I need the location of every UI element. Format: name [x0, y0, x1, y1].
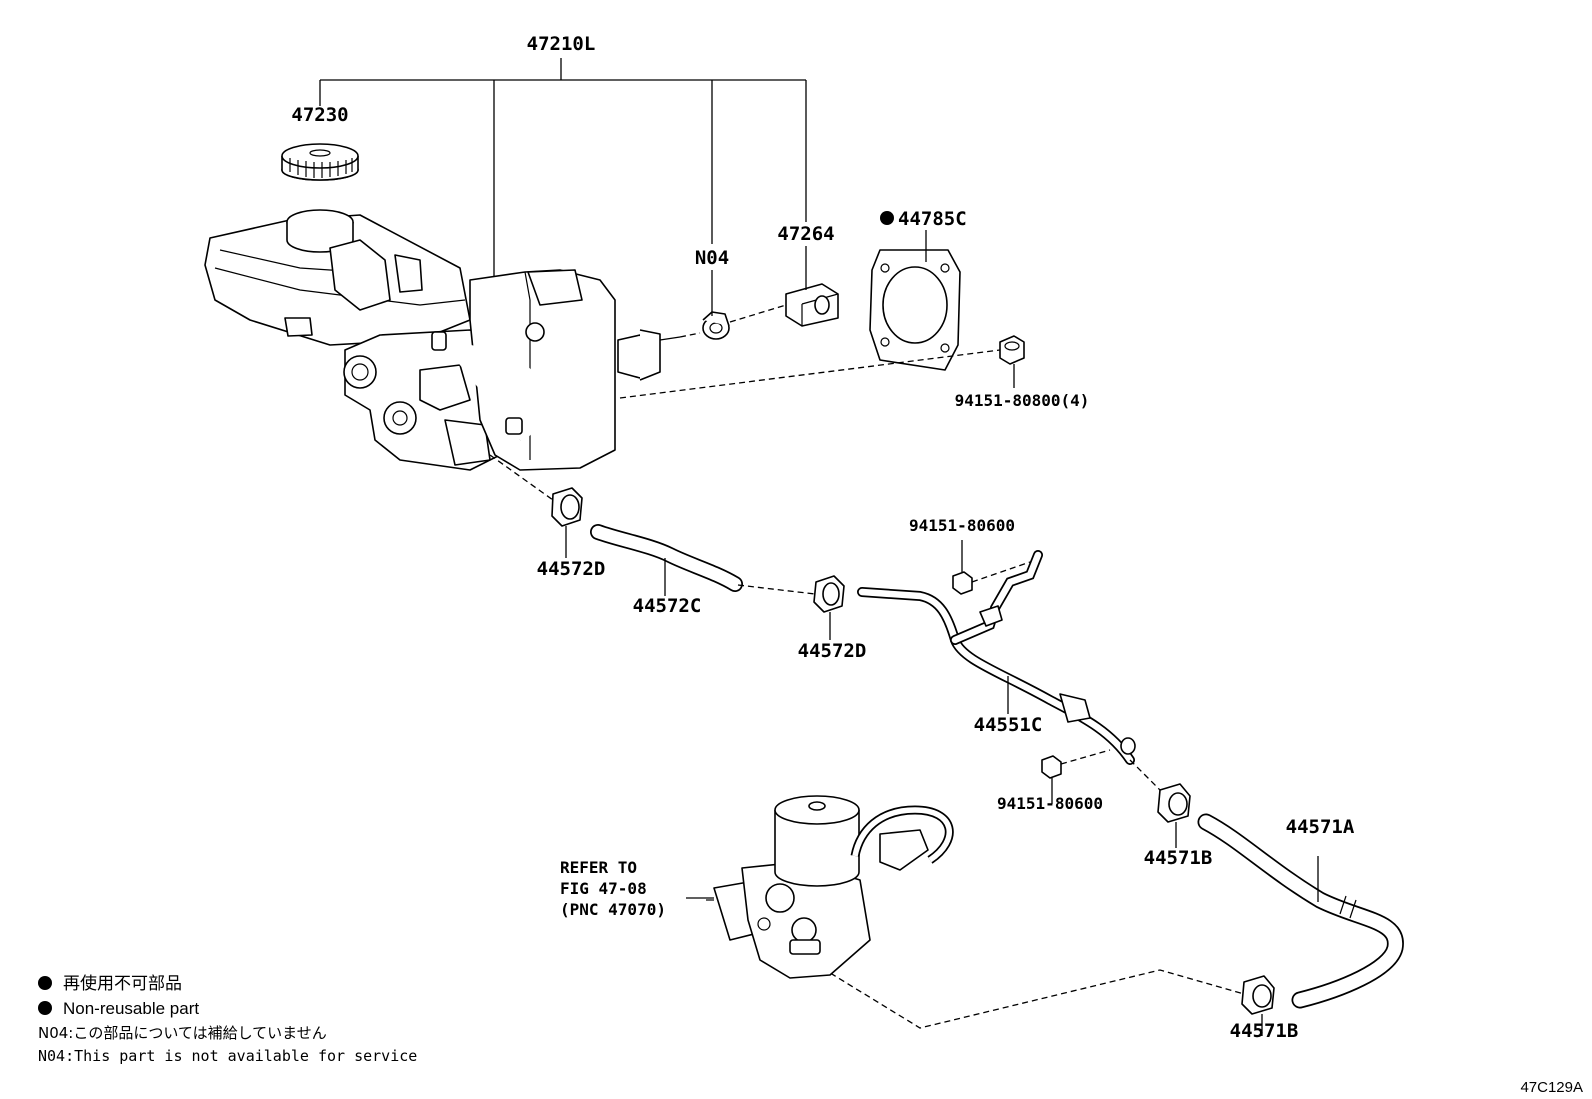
label-47230: 47230: [291, 104, 348, 126]
label-44572C: 44572C: [633, 595, 702, 617]
label-44571B-lower: 44571B: [1230, 1020, 1299, 1042]
clip-44571B-right: [1157, 783, 1191, 823]
label-47210L: 47210L: [527, 33, 596, 55]
reference-line-3: (PNC 47070): [560, 900, 666, 919]
label-94151-80600-upper: 94151-80600: [909, 516, 1015, 535]
clip-44571B-lower: [1241, 975, 1275, 1015]
clip-44572D-upper: [551, 487, 583, 527]
diagram-code: 47C129A: [1520, 1079, 1583, 1096]
label-N04: N04: [695, 247, 729, 269]
nut-94151-80800: [999, 335, 1025, 365]
gasket-44785C: [869, 249, 961, 371]
label-44572D-lower: 44572D: [798, 640, 867, 662]
reference-line-2: FIG 47-08: [560, 879, 647, 898]
label-94151-80600-lower: 94151-80600: [997, 794, 1103, 813]
reference-line-1: REFER TO: [560, 858, 637, 877]
hose-44571A: [1197, 813, 1404, 1009]
legend: 再使用不可部品 Non-reusable part N04:この部品については補…: [38, 973, 417, 1065]
pipe-44551C: [857, 550, 1136, 765]
legend-en-nonreusable: Non-reusable part: [63, 999, 199, 1018]
grommet-N04: [702, 311, 730, 340]
label-44785C: 44785C: [898, 208, 967, 230]
label-44551C: 44551C: [974, 714, 1043, 736]
reservoir-cap-47230: [281, 143, 359, 181]
bolt-94151-80600-lower: [1041, 755, 1062, 779]
label-94151-80800: 94151-80800(4): [955, 391, 1090, 410]
legend-dot-icon-jp: [38, 976, 52, 990]
label-47264: 47264: [777, 223, 834, 245]
legend-en-n04: N04:This part is not available for servi…: [38, 1047, 417, 1065]
nonreusable-dot-icon: [880, 211, 894, 225]
master-cylinder-assembly: [204, 209, 681, 471]
pump-motor-ref-47070: [706, 795, 954, 979]
label-44572D-upper: 44572D: [537, 558, 606, 580]
legend-jp-n04: N04:この部品については補給していません: [38, 1024, 327, 1042]
hose-44572C: [590, 524, 743, 592]
leader-tree-47210L: [319, 58, 807, 282]
label-44571B-right: 44571B: [1144, 847, 1213, 869]
reference-note: REFER TO FIG 47-08 (PNC 47070): [560, 858, 666, 919]
legend-dot-icon-en: [38, 1001, 52, 1015]
label-44571A: 44571A: [1286, 816, 1355, 838]
bolt-94151-80600-upper: [952, 571, 973, 595]
part-labels: 47210L 47230 N04 47264 44785C 94151-8080…: [291, 33, 1354, 1042]
assembly-lines-top: [489, 304, 1001, 501]
clip-44572D-lower: [813, 575, 845, 613]
clamp-47264: [785, 283, 839, 327]
legend-jp-nonreusable: 再使用不可部品: [63, 973, 182, 994]
